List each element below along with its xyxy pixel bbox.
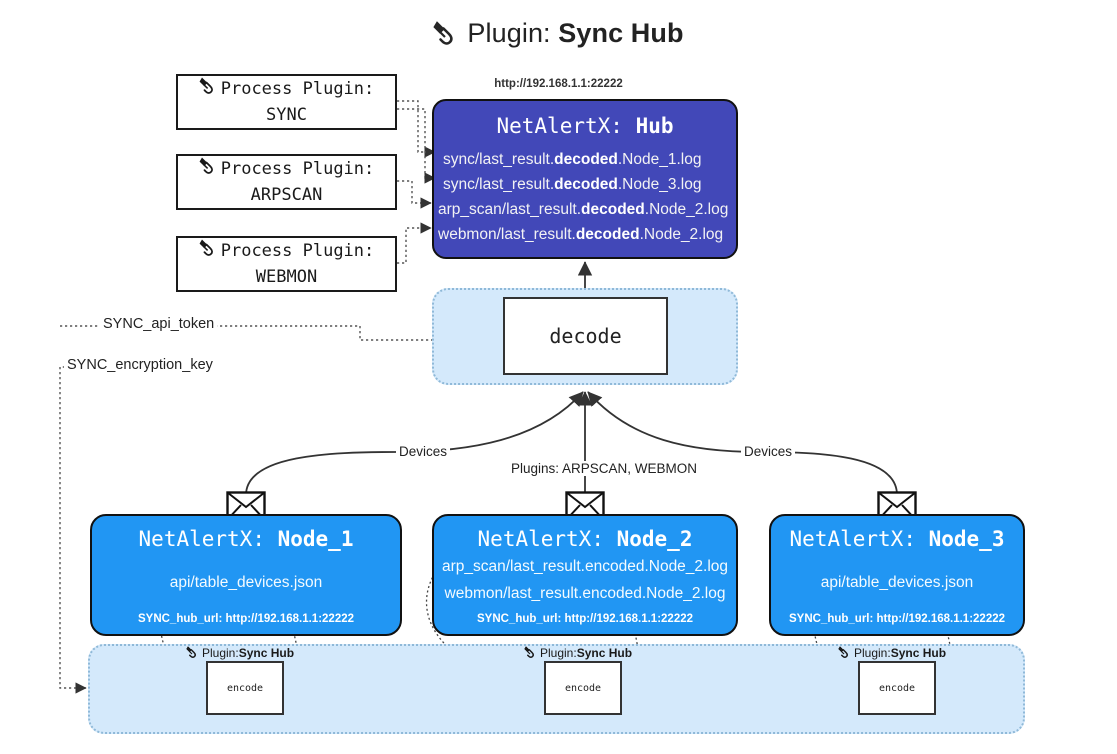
plug-icon bbox=[524, 645, 538, 661]
hub-log-pre: sync/last_result. bbox=[443, 151, 555, 168]
hub-log-pre: sync/last_result. bbox=[443, 176, 555, 193]
process-plugin-label: Process Plugin: bbox=[220, 158, 375, 179]
plugin-caption-node-2: Plugin: Sync Hub bbox=[524, 645, 632, 661]
hub-log-line: sync/last_result.decoded.Node_3.log bbox=[434, 172, 736, 197]
process-plugin-sync-box[interactable]: Process Plugin: SYNC bbox=[176, 74, 397, 130]
plugin-caption-name: Sync Hub bbox=[238, 646, 295, 660]
hub-log-line: webmon/last_result.decoded.Node_2.log bbox=[434, 222, 736, 247]
title-prefix: Plugin: bbox=[467, 18, 559, 48]
hub-log-mid: decoded bbox=[575, 226, 640, 243]
node-title-prefix: NetAlertX: bbox=[138, 527, 278, 551]
node-title: NetAlertX: Node_1 bbox=[139, 527, 354, 551]
node-title: NetAlertX: Node_3 bbox=[790, 527, 1005, 551]
hub-log-pre: arp_scan/last_result. bbox=[438, 201, 582, 218]
node-title-name: Node_2 bbox=[616, 527, 693, 551]
hub-box[interactable]: NetAlertX: Hub sync/last_result.decoded.… bbox=[432, 99, 738, 259]
process-plugin-name: ARPSCAN bbox=[250, 185, 323, 205]
hub-log-mid: decoded bbox=[581, 201, 645, 218]
plug-icon bbox=[199, 238, 219, 264]
plugin-caption-prefix: Plugin: bbox=[202, 646, 239, 660]
node-title-prefix: NetAlertX: bbox=[477, 527, 617, 551]
plugin-caption-prefix: Plugin: bbox=[854, 646, 891, 660]
node-footer: SYNC_hub_url: http://192.168.1.1:22222 bbox=[788, 613, 1006, 625]
hub-title-prefix: NetAlertX: bbox=[496, 114, 636, 138]
plug-icon bbox=[186, 645, 200, 661]
decode-box[interactable]: decode bbox=[503, 297, 668, 375]
hub-log-post: .Node_2.log bbox=[644, 201, 729, 218]
plug-icon bbox=[838, 645, 852, 661]
process-plugin-label: Process Plugin: bbox=[220, 78, 375, 99]
process-plugin-name: WEBMON bbox=[255, 267, 318, 287]
process-plugin-label: Process Plugin: bbox=[220, 240, 375, 261]
edge-sync-to-hub-line1 bbox=[397, 100, 436, 158]
plug-icon bbox=[199, 156, 219, 182]
node-data-line: api/table_devices.json bbox=[820, 573, 974, 591]
sync-encryption-key-label: SYNC_encryption_key bbox=[64, 357, 216, 373]
process-plugin-name: SYNC bbox=[266, 105, 307, 125]
hub-url-label: http://192.168.1.1:22222 bbox=[494, 78, 623, 90]
node-title-name: Node_3 bbox=[928, 527, 1005, 551]
node-data-line: webmon/last_result.encoded.Node_2.log bbox=[444, 585, 726, 602]
process-plugin-webmon-box[interactable]: Process Plugin: WEBMON bbox=[176, 236, 397, 292]
node-data-line: arp_scan/last_result.encoded.Node_2.log bbox=[441, 558, 729, 575]
hub-log-post: .Node_3.log bbox=[617, 176, 702, 193]
hub-title-name: Hub bbox=[635, 114, 674, 138]
encode-box-node-2[interactable]: encode bbox=[544, 661, 622, 715]
hub-log-line: sync/last_result.decoded.Node_1.log bbox=[434, 147, 736, 172]
process-plugin-arpscan-box[interactable]: Process Plugin: ARPSCAN bbox=[176, 154, 397, 210]
node-box-node-1[interactable]: NetAlertX: Node_1 api/table_devices.json… bbox=[90, 514, 402, 636]
plugin-caption-name: Sync Hub bbox=[576, 646, 633, 660]
title-name: Sync Hub bbox=[558, 18, 684, 48]
sync-api-token-label: SYNC_api_token bbox=[100, 316, 218, 332]
node-title-name: Node_1 bbox=[277, 527, 354, 551]
hub-log-pre: webmon/last_result. bbox=[438, 226, 576, 243]
encode-label: encode bbox=[564, 682, 602, 694]
node-title: NetAlertX: Node_2 bbox=[478, 527, 693, 551]
plugin-caption-node-3: Plugin: Sync Hub bbox=[838, 645, 946, 661]
hub-log-line: arp_scan/last_result.decoded.Node_2.log bbox=[434, 197, 736, 222]
plugin-caption-node-1: Plugin: Sync Hub bbox=[186, 645, 294, 661]
edge-sync-to-hub-line2 bbox=[397, 108, 436, 184]
plug-icon bbox=[433, 19, 461, 52]
encode-box-node-1[interactable]: encode bbox=[206, 661, 284, 715]
node-data-line: api/table_devices.json bbox=[169, 573, 323, 591]
page-title: Plugin: Sync Hub bbox=[0, 18, 1117, 52]
plugin-caption-prefix: Plugin: bbox=[540, 646, 577, 660]
devices-right-label: Devices bbox=[741, 444, 796, 459]
hub-log-post: .Node_2.log bbox=[639, 226, 724, 243]
hub-log-mid: decoded bbox=[554, 176, 618, 193]
node-title-prefix: NetAlertX: bbox=[789, 527, 929, 551]
node-footer: SYNC_hub_url: http://192.168.1.1:22222 bbox=[476, 613, 694, 625]
encode-box-node-3[interactable]: encode bbox=[858, 661, 936, 715]
edge-webmon-to-hub bbox=[397, 222, 432, 264]
node-footer: SYNC_hub_url: http://192.168.1.1:22222 bbox=[137, 613, 355, 625]
node-box-node-2[interactable]: NetAlertX: Node_2 arp_scan/last_result.e… bbox=[432, 514, 738, 636]
plug-icon bbox=[199, 76, 219, 102]
plugins-center-label: Plugins: ARPSCAN, WEBMON bbox=[508, 461, 701, 476]
edge-arpscan-to-hub bbox=[397, 180, 432, 209]
plugin-caption-name: Sync Hub bbox=[890, 646, 947, 660]
hub-log-mid: decoded bbox=[554, 151, 618, 168]
encode-label: encode bbox=[878, 682, 916, 694]
hub-title: NetAlertX: Hub bbox=[434, 114, 736, 138]
hub-log-post: .Node_1.log bbox=[617, 151, 702, 168]
decode-label: decode bbox=[549, 324, 622, 348]
devices-left-label: Devices bbox=[396, 444, 451, 459]
node-box-node-3[interactable]: NetAlertX: Node_3 api/table_devices.json… bbox=[769, 514, 1025, 636]
encode-label: encode bbox=[226, 682, 264, 694]
